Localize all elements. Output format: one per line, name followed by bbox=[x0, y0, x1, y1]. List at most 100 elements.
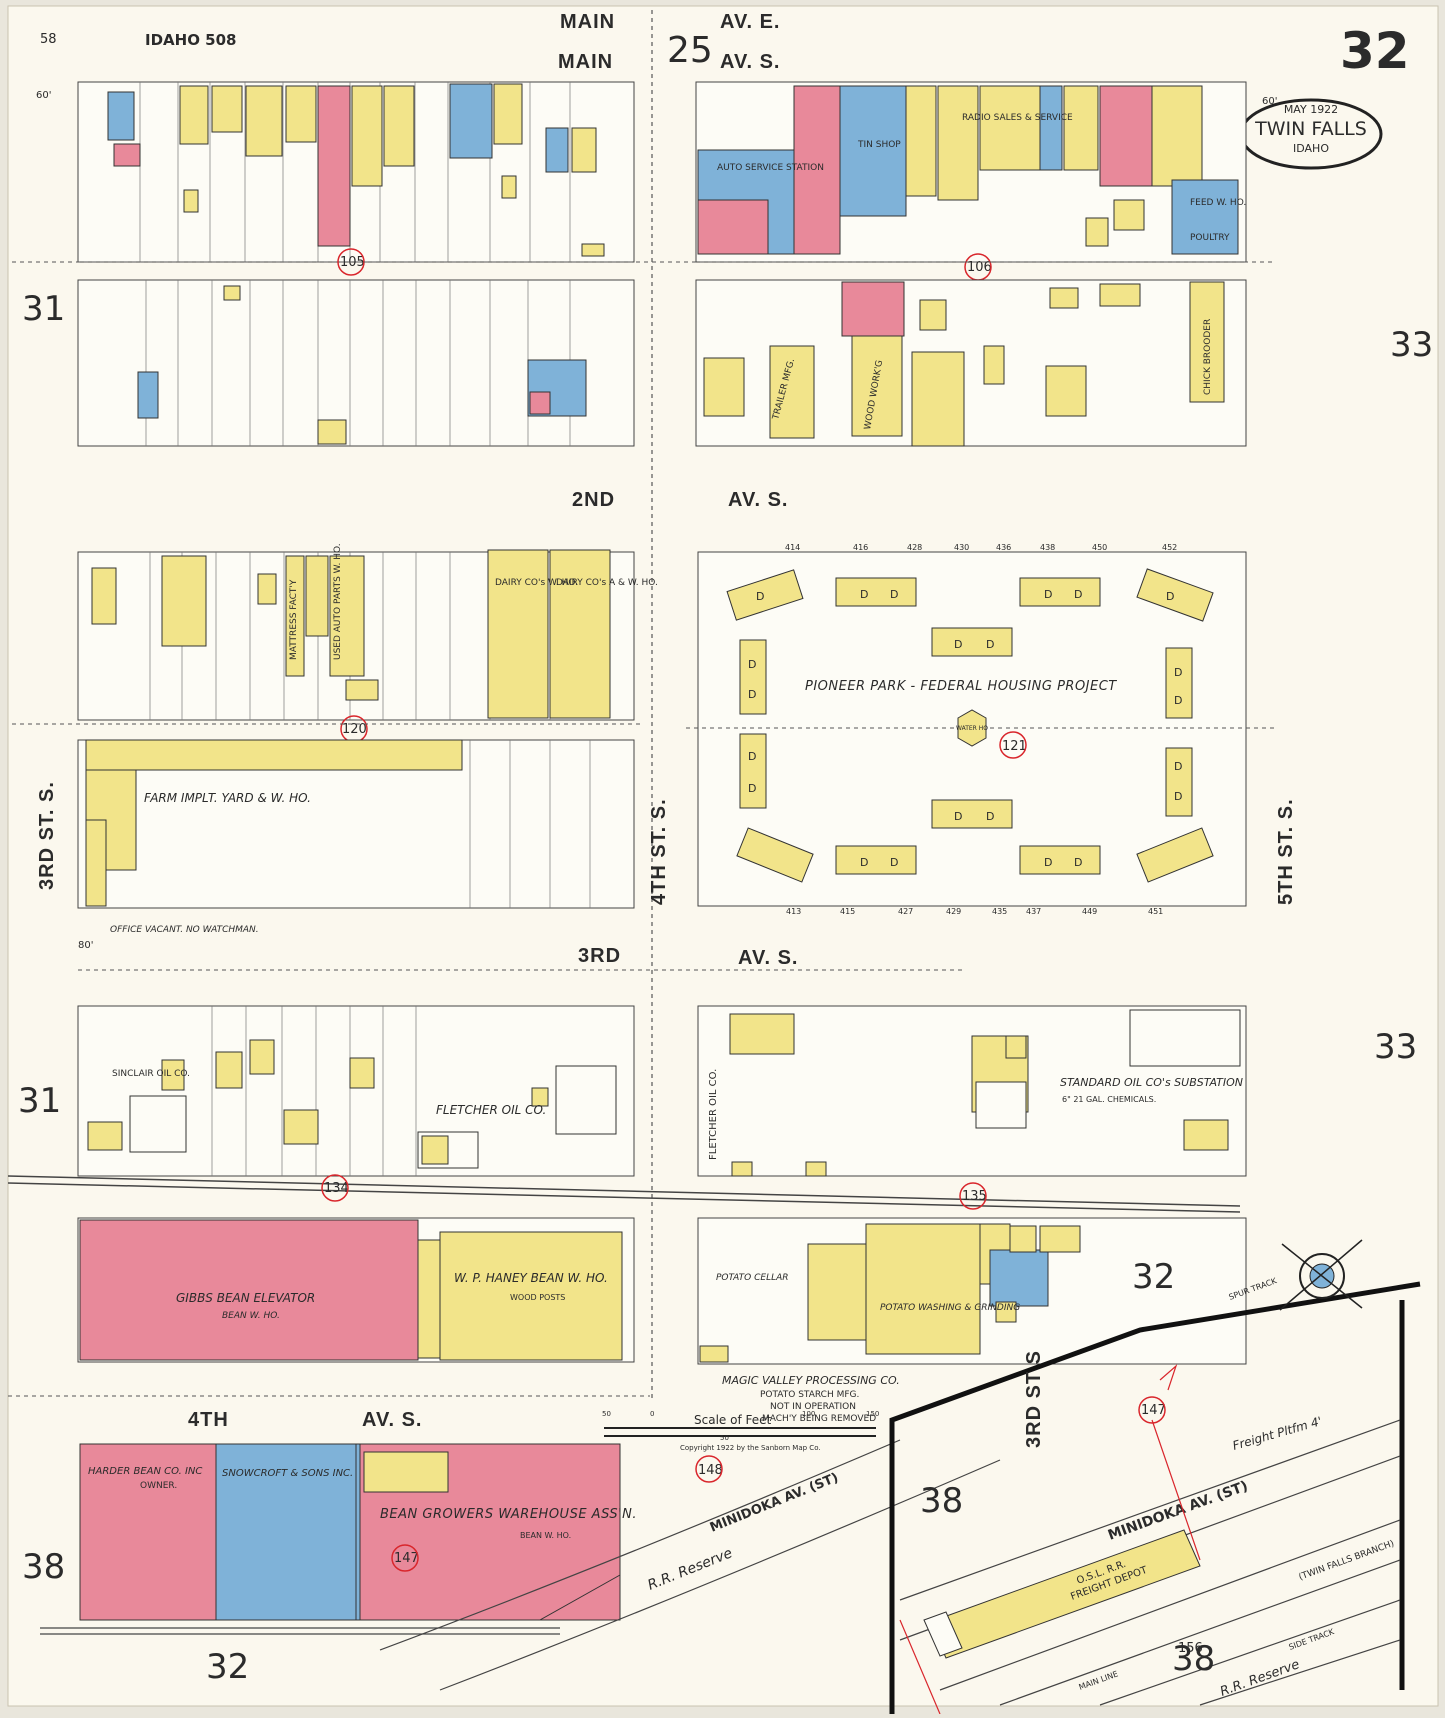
block-row-1-east bbox=[695, 81, 1247, 263]
addr-414: 414 bbox=[785, 543, 800, 552]
addr-436: 436 bbox=[996, 543, 1011, 552]
label-fletcher-oil-vertical: FLETCHER OIL CO. bbox=[708, 1069, 719, 1160]
key-number-134: 134 bbox=[324, 1181, 349, 1196]
label-used-auto: USED AUTO PARTS W. HO. bbox=[333, 543, 343, 660]
svg-text:D: D bbox=[748, 750, 756, 763]
street-4th-ave-suffix: AV. S. bbox=[362, 1409, 422, 1431]
svg-text:D: D bbox=[954, 810, 962, 823]
svg-text:D: D bbox=[1174, 790, 1182, 803]
label-farm-implt: FARM IMPLT. YARD & W. HO. bbox=[144, 791, 311, 805]
scale-label: Scale of Feet bbox=[694, 1413, 771, 1427]
key-number-147-right: 147 bbox=[1141, 1403, 1166, 1418]
scale-tick-100: 100 bbox=[802, 1410, 815, 1418]
key-number-147-left: 147 bbox=[394, 1551, 419, 1566]
addr-427: 427 bbox=[898, 907, 913, 916]
label-magic-valley-1: MAGIC VALLEY PROCESSING CO. bbox=[722, 1374, 900, 1387]
svg-text:D: D bbox=[748, 658, 756, 671]
block-32-bottom: 32 bbox=[206, 1647, 249, 1687]
copyright-note: Copyright 1922 by the Sanborn Map Co. bbox=[680, 1444, 821, 1452]
svg-text:D: D bbox=[1044, 588, 1052, 601]
street-4th-st: 4TH ST. S. bbox=[648, 798, 670, 905]
seal-date: MAY 1922 bbox=[1284, 103, 1338, 116]
block-38-right: 38 bbox=[1172, 1639, 1215, 1679]
corner-number: 58 bbox=[40, 32, 57, 47]
block-row-6-east bbox=[697, 1217, 1247, 1365]
street-main-ave-e-suffix: AV. E. bbox=[720, 11, 780, 33]
block-row-5-east bbox=[697, 1005, 1247, 1177]
label-snowcroft: SNOWCROFT & SONS INC. bbox=[222, 1468, 353, 1479]
seal-city: TWIN FALLS bbox=[1254, 118, 1367, 140]
svg-text:D: D bbox=[954, 638, 962, 651]
addr-428: 428 bbox=[907, 543, 922, 552]
sheet-number: 32 bbox=[1340, 22, 1410, 80]
block-row-3 bbox=[77, 549, 635, 721]
scale-tick-50b: 50 bbox=[720, 1434, 729, 1442]
scale-bar: Scale of Feet 50 0 50 100 150 Copyright … bbox=[602, 1410, 879, 1452]
label-magic-valley-3: NOT IN OPERATION bbox=[770, 1402, 856, 1412]
key-number-135: 135 bbox=[962, 1189, 987, 1204]
street-main-ave-e: MAIN bbox=[560, 11, 615, 33]
svg-text:D: D bbox=[1174, 760, 1182, 773]
dwelling-marks: D D D D D D D D D D D D D D D D D D D D … bbox=[748, 588, 1182, 869]
street-main-ave-s: MAIN bbox=[558, 51, 613, 73]
label-radio: RADIO SALES & SERVICE bbox=[962, 113, 1073, 123]
freight-depot bbox=[923, 1529, 1201, 1659]
addr-452: 452 bbox=[1162, 543, 1177, 552]
block-number-25: 25 bbox=[667, 30, 713, 71]
label-potato-cellar: POTATO CELLAR bbox=[716, 1273, 789, 1283]
title-seal: MAY 1922 TWIN FALLS IDAHO bbox=[1239, 98, 1383, 170]
rr-lower-tracks bbox=[40, 1439, 1001, 1691]
addr-451: 451 bbox=[1148, 907, 1163, 916]
key-number-106: 106 bbox=[967, 260, 992, 275]
state-page-label: IDAHO 508 bbox=[145, 31, 236, 49]
addr-430: 430 bbox=[954, 543, 969, 552]
label-tin-shop: TIN SHOP bbox=[857, 140, 901, 150]
key-number-121: 121 bbox=[1002, 739, 1027, 754]
block-31-bottom: 31 bbox=[18, 1081, 61, 1121]
key-number-148: 148 bbox=[698, 1463, 723, 1478]
sheet-boundary-lines bbox=[889, 1281, 1421, 1714]
label-chick-brooder: CHICK BROODER bbox=[1203, 319, 1213, 395]
addr-429: 429 bbox=[946, 907, 961, 916]
label-poultry: POULTRY bbox=[1190, 233, 1230, 243]
scale-tick-0: 0 bbox=[650, 1410, 654, 1418]
label-magic-valley-2: POTATO STARCH MFG. bbox=[760, 1390, 859, 1400]
block-31-top: 31 bbox=[22, 289, 65, 329]
street-2nd-ave-suffix: AV. S. bbox=[728, 489, 788, 511]
block-row-5 bbox=[77, 1005, 635, 1177]
street-3rd-ave: 3RD bbox=[578, 945, 621, 967]
svg-text:D: D bbox=[1074, 588, 1082, 601]
label-pioneer-park: PIONEER PARK - FEDERAL HOUSING PROJECT bbox=[805, 679, 1117, 694]
svg-text:D: D bbox=[860, 856, 868, 869]
label-standard-oil: STANDARD OIL CO's SUBSTATION bbox=[1060, 1076, 1243, 1089]
block-32-right: 32 bbox=[1132, 1257, 1175, 1297]
label-magic-valley-4: MACH'Y BEING REMOVED bbox=[762, 1414, 876, 1424]
pioneer-park-block: WATER HO bbox=[686, 551, 1275, 907]
seal-state: IDAHO bbox=[1293, 142, 1329, 155]
addr-438: 438 bbox=[1040, 543, 1055, 552]
svg-text:D: D bbox=[1074, 856, 1082, 869]
block-row-7 bbox=[79, 1443, 621, 1621]
key-number-156: 156 bbox=[1178, 1641, 1203, 1656]
block-row-2-east bbox=[695, 279, 1247, 447]
block-row-2 bbox=[77, 279, 635, 447]
scale-tick-150: 150 bbox=[866, 1410, 879, 1418]
svg-text:D: D bbox=[1044, 856, 1052, 869]
addr-450: 450 bbox=[1092, 543, 1107, 552]
block-row-6 bbox=[77, 1217, 635, 1363]
rr-right-tracks bbox=[899, 1419, 1401, 1706]
svg-text:D: D bbox=[1174, 694, 1182, 707]
label-haney: W. P. HANEY BEAN W. HO. bbox=[454, 1271, 608, 1285]
addr-435: 435 bbox=[992, 907, 1007, 916]
red-pencil-annotations bbox=[899, 1364, 1201, 1715]
label-feed-who: FEED W. HO. bbox=[1190, 198, 1246, 208]
addr-416: 416 bbox=[853, 543, 868, 552]
north-arrow-compass bbox=[1279, 1239, 1363, 1311]
street-width-3rd: 80' bbox=[78, 940, 93, 951]
label-dairy-a: DAIRY CO's W. HO. bbox=[495, 578, 578, 588]
svg-text:D: D bbox=[890, 588, 898, 601]
label-auto-service: AUTO SERVICE STATION bbox=[717, 163, 824, 173]
label-bean-growers-sub: BEAN W. HO. bbox=[520, 1531, 571, 1540]
block-row-4 bbox=[77, 739, 635, 909]
label-dairy-b: DAIRY CO's A & W. HO. bbox=[556, 578, 658, 588]
